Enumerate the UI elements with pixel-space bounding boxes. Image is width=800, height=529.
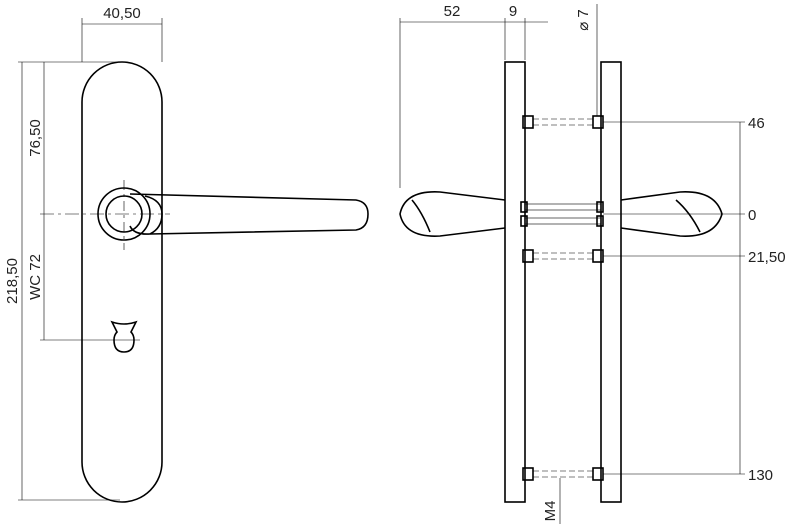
total-length-label: 218,50 [4, 258, 21, 304]
spindle-cap [520, 201, 528, 213]
lever-neck-curve [144, 195, 163, 235]
left-knob-face [411, 199, 431, 233]
plate-thickness-label: 9 [509, 3, 517, 20]
keyhole-shape [110, 320, 138, 353]
projection-label: 52 [444, 3, 461, 20]
bolt-mid [522, 249, 604, 263]
backplate-outline [81, 61, 163, 503]
spindle-lower [524, 217, 602, 225]
spindle-cap [596, 215, 604, 227]
centre-distance-label: 76,50 [27, 119, 44, 157]
side-view: 52 9 ⌀ 7 M4 46 0 21,50 130 [399, 3, 786, 524]
bolt-bottom [522, 467, 604, 481]
left-plate [504, 61, 526, 503]
spacing-label: WC 72 [27, 254, 44, 300]
dim-bottom-label: 130 [748, 467, 773, 484]
diameter-label: ⌀ 7 [575, 9, 592, 31]
spindle-upper [524, 203, 602, 211]
bolt-top [522, 115, 604, 129]
spindle-cap [596, 201, 604, 213]
dim-top-label: 46 [748, 115, 765, 132]
right-knob-face [675, 199, 701, 233]
front-view: 40,50 76,50 WC 72 218,50 [4, 5, 369, 503]
right-plate [600, 61, 622, 503]
dim-zero-label: 0 [748, 207, 756, 224]
lever-outline [129, 193, 369, 235]
left-knob [399, 191, 506, 237]
width-label: 40,50 [103, 5, 141, 22]
spindle-cap [520, 215, 528, 227]
thread-label: M4 [542, 501, 559, 522]
dim-mid-label: 21,50 [748, 249, 786, 266]
